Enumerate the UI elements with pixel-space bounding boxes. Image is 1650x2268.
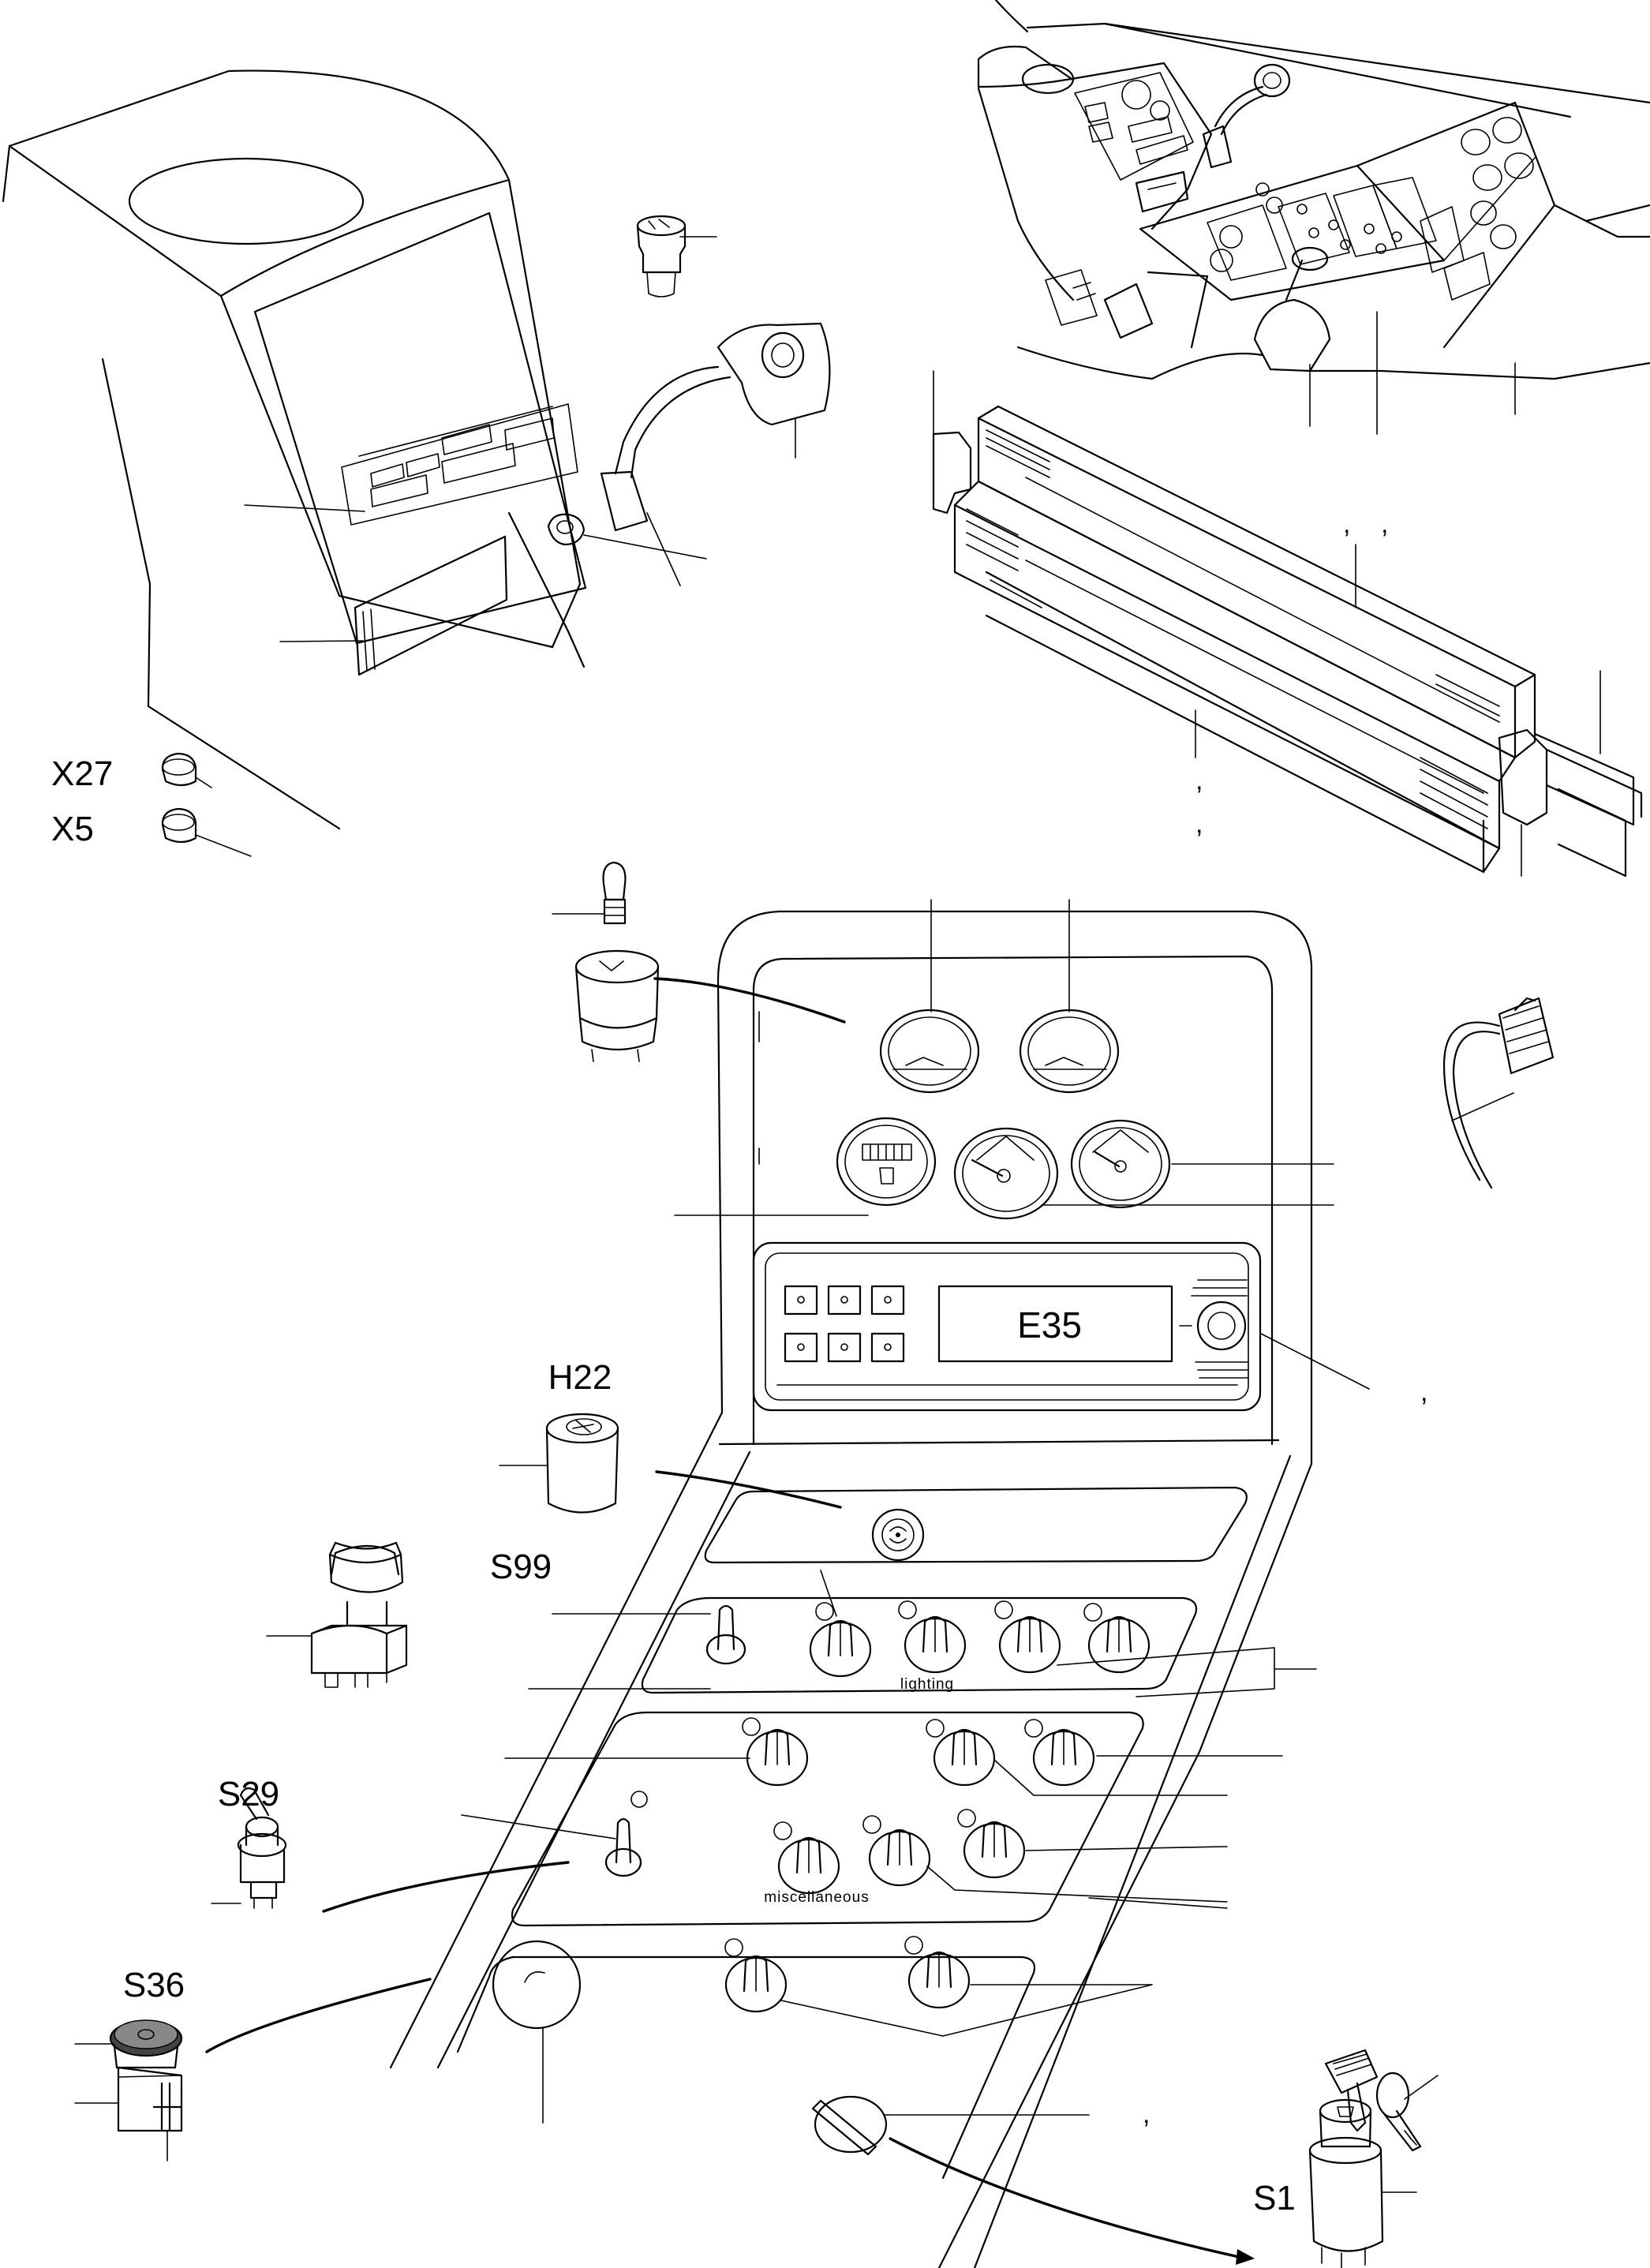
cab-dashboard [977, 0, 1650, 435]
comma-mark-2: , [1381, 509, 1388, 539]
display-module-e35: E35 [752, 1241, 1262, 1412]
h22-buzzer-panel [704, 1486, 1248, 1564]
module-rail [932, 370, 1643, 878]
emergency-stop-socket [492, 1940, 582, 2030]
rotary-switch-l1 [809, 1602, 872, 1678]
ignition-keys [1324, 2049, 1439, 2152]
console-housing [2, 69, 587, 857]
cable-connector [1442, 997, 1555, 1189]
buzzer-h22 [499, 1413, 842, 1514]
connector-x27 [161, 752, 212, 788]
label-s1: S1 [1253, 2179, 1296, 2217]
panel-label-miscellaneous: miscellaneous [764, 1889, 869, 1906]
gauge-right-large [1019, 1009, 1120, 1094]
toggle-s99 [705, 1604, 746, 1665]
work-lamp-part [600, 322, 831, 532]
toggle-s29-mounted [604, 1791, 648, 1877]
small-plug-part [547, 512, 707, 586]
label-s29: S29 [218, 1775, 279, 1813]
comma-mark-6: , [1143, 2099, 1150, 2129]
voltmeter-gauge [953, 1127, 1059, 1220]
rotary-switch-b2 [904, 1936, 971, 2009]
rotary-switch-b1 [724, 1938, 788, 2013]
emergency-stop-s36 [74, 1978, 432, 2161]
gauge-left-large [879, 1009, 980, 1094]
comma-mark-4: , [1195, 809, 1203, 839]
bulb-part [552, 861, 627, 925]
lower-switch-panel [456, 1936, 1036, 2180]
miscellaneous-switch-panel: miscellaneous [511, 1711, 1144, 1927]
label-x27: X27 [51, 754, 113, 793]
display-screen [937, 1285, 1173, 1363]
toggle-switch-s29 [211, 1787, 570, 1913]
label-h22: H22 [548, 1358, 612, 1397]
label-e35: E35 [1017, 1304, 1082, 1345]
rotary-knob [1179, 1279, 1249, 1379]
rotary-switch-l3 [994, 1600, 1061, 1674]
rotary-switch-l4 [1083, 1603, 1151, 1674]
rotary-switch-m1 [742, 1717, 809, 1787]
temperature-gauge [1070, 1119, 1171, 1209]
socket-part [636, 215, 717, 298]
rotary-switch-part [266, 1541, 408, 1688]
lamp-holder-part [574, 949, 846, 1062]
comma-mark-5: , [1420, 1377, 1427, 1407]
panel-leader-lines [461, 899, 1370, 2124]
rotary-switch-m3 [1024, 1719, 1095, 1787]
dash-small-knobs [1210, 182, 1402, 272]
fuel-gauge [836, 1117, 937, 1207]
lighting-switch-panel: lighting [641, 1596, 1198, 1694]
connector-x5 [161, 807, 252, 857]
panel-label-lighting: lighting [900, 1676, 954, 1693]
function-buttons [784, 1285, 905, 1363]
rotary-switch-m6 [957, 1809, 1026, 1879]
label-x5: X5 [51, 810, 94, 848]
rotary-switch-l2 [898, 1600, 967, 1674]
ignition-switch-s1 [889, 2098, 1417, 2268]
module-vent-holes [966, 429, 1500, 829]
comma-mark-3: , [1195, 765, 1203, 795]
label-s99: S99 [490, 1548, 552, 1586]
rotary-switch-m2 [926, 1719, 996, 1787]
control-panel: E35 [389, 899, 1370, 2268]
ignition-key-switch [811, 2095, 888, 2156]
label-s36: S36 [123, 1966, 185, 2004]
rotary-switch-m5 [862, 1815, 931, 1887]
right-gauge-cluster [1461, 117, 1534, 249]
comma-mark-1: , [1343, 509, 1350, 539]
rotary-switch-m4 [773, 1821, 840, 1895]
